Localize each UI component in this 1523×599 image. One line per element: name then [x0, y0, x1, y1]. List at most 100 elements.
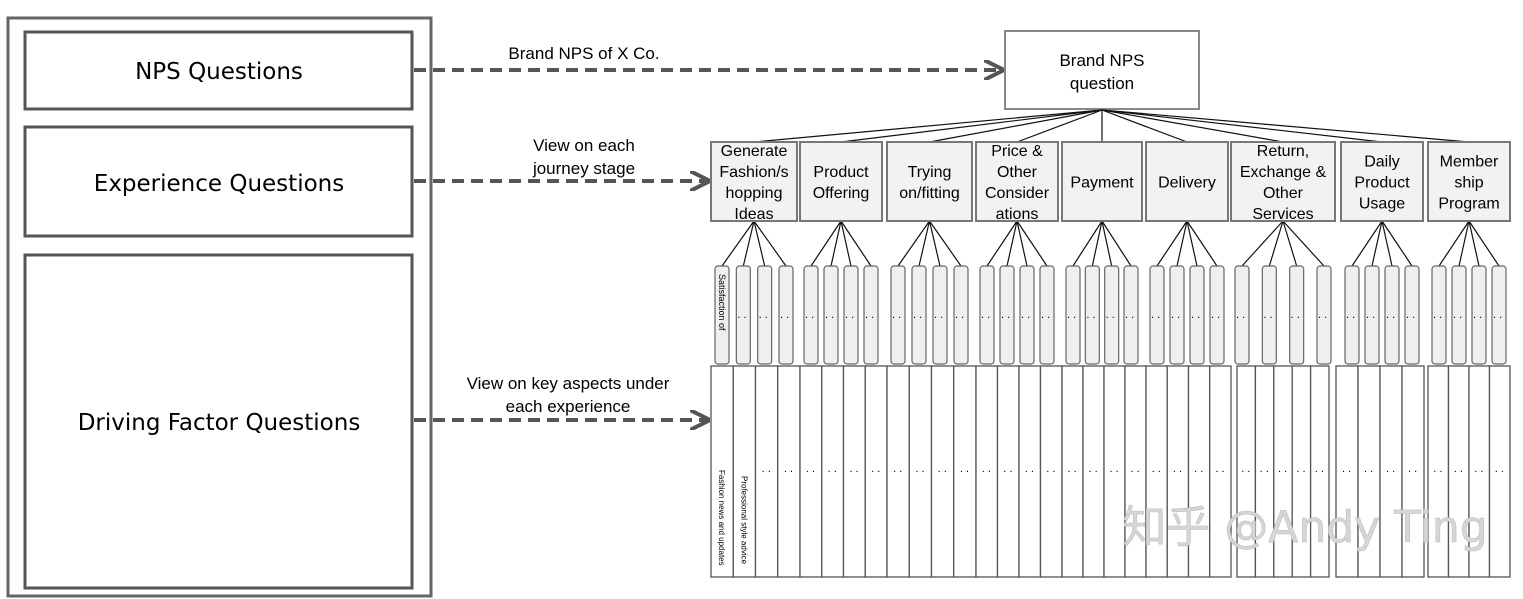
factor-label: . .	[1025, 463, 1034, 475]
sub-aspect-label: . .	[955, 309, 964, 321]
nps-questions-box	[23, 30, 414, 111]
root-to-stage-line	[1101, 109, 1284, 143]
stage-to-sub-line	[753, 220, 766, 267]
stage-to-sub-line	[1016, 220, 1048, 267]
experience-arrow-label-line1: View on each	[533, 136, 635, 155]
sub-aspect-label: . .	[1171, 309, 1180, 321]
factor-label: . .	[1003, 463, 1012, 475]
sub-aspect-label: . .	[825, 309, 834, 321]
sub-aspect-label: . .	[1433, 309, 1442, 321]
factor-column	[1209, 365, 1232, 578]
sub-aspect-label: . .	[1386, 309, 1395, 321]
tree-connectors	[721, 109, 1500, 267]
stage-to-sub-line	[1468, 220, 1480, 267]
sub-aspect-box	[1149, 265, 1165, 365]
stage-label: Payment	[1070, 175, 1134, 192]
sub-aspect-box	[1451, 265, 1467, 365]
sub-aspect-label: . .	[1366, 309, 1375, 321]
factor-column	[1309, 365, 1330, 578]
stage-to-sub-line	[1241, 220, 1284, 267]
driving-arrow-label-line2: each experience	[506, 397, 631, 416]
sub-aspect-box	[1289, 265, 1305, 365]
stage-label: Price &	[991, 143, 1043, 160]
sub-aspect-label: . .	[1021, 309, 1030, 321]
stage-to-sub-line	[928, 220, 941, 267]
sub-aspect-label: . .	[913, 309, 922, 321]
factor-label: . .	[871, 463, 880, 475]
sub-aspect-label: . .	[737, 309, 746, 321]
stage-to-sub-line	[810, 220, 842, 267]
sub-aspect-box	[735, 265, 751, 365]
sub-aspect-box	[1344, 265, 1360, 365]
nps-arrow-label: Brand NPS of X Co.	[508, 44, 659, 63]
factor-label: . .	[1089, 463, 1098, 475]
sub-aspect-label: . .	[1406, 309, 1415, 321]
factor-label: . .	[982, 463, 991, 475]
brand-nps-question-box	[1004, 30, 1200, 110]
experience-arrow-label-line2: journey stage	[532, 159, 635, 178]
zhihu-watermark: 知乎 @Andy Ting	[1122, 502, 1488, 553]
factor-label: . .	[960, 463, 969, 475]
sub-aspect-label: . .	[1125, 309, 1134, 321]
sub-aspect-box	[1169, 265, 1185, 365]
stage-label: Services	[1252, 206, 1313, 223]
stage-to-sub-line	[929, 220, 962, 267]
stage-to-sub-line	[1006, 220, 1018, 267]
stage-label: ship	[1454, 175, 1483, 192]
sub-aspect-label: . .	[1106, 309, 1115, 321]
sub-aspect-box	[890, 265, 906, 365]
sub-aspect-label: . .	[1291, 309, 1300, 321]
stage-label: ations	[996, 206, 1039, 223]
factor-label: . .	[915, 463, 924, 475]
sub-aspect-label: . .	[759, 309, 768, 321]
stage-label: Consider	[985, 185, 1050, 202]
factor-label: . .	[1495, 463, 1504, 475]
sub-aspect-label: . .	[1473, 309, 1482, 321]
stage-to-sub-line	[1351, 220, 1383, 267]
sub-aspect-box	[1065, 265, 1081, 365]
stage-to-sub-line	[897, 220, 930, 267]
sub-aspect-box	[1404, 265, 1420, 365]
factor-label: . .	[1194, 463, 1203, 475]
sub-aspect-box	[863, 265, 879, 365]
stage-box	[1061, 141, 1143, 222]
stage-to-sub-line	[1091, 220, 1103, 267]
stage-label: Other	[1263, 185, 1304, 202]
stage-sub-aspects: Satisfaction of . . . . . . . . . . . . . . . ..…	[714, 265, 1507, 365]
experience-questions-label: Experience Questions	[94, 171, 344, 197]
sub-aspect-label: . .	[845, 309, 854, 321]
stage-label: Program	[1438, 196, 1499, 213]
sub-aspect-box	[1104, 265, 1120, 365]
sub-aspect-box	[1491, 265, 1507, 365]
stage-label: Product	[1354, 175, 1410, 192]
factor-label: . .	[1173, 463, 1182, 475]
stage-to-sub-line	[1176, 220, 1188, 267]
stage-to-sub-line	[986, 220, 1018, 267]
factor-label: . .	[1315, 463, 1324, 475]
sub-aspect-label: . .	[981, 309, 990, 321]
stage-to-sub-line	[1381, 220, 1393, 267]
sub-aspect-label: Satisfaction of	[717, 274, 727, 331]
factor-label: . .	[1046, 463, 1055, 475]
factor-label: Fashion news and updates	[717, 470, 726, 566]
stage-box	[1230, 141, 1336, 222]
factor-label: . .	[1278, 463, 1287, 475]
driving-factor-questions-label: Driving Factor Questions	[78, 410, 361, 436]
factor-label: . .	[1260, 463, 1269, 475]
factor-label: . .	[1215, 463, 1224, 475]
stage-to-sub-line	[753, 220, 787, 267]
factor-label: . .	[1386, 463, 1395, 475]
stage-label: on/fitting	[899, 185, 959, 202]
sub-aspect-label: . .	[1041, 309, 1050, 321]
stage-to-sub-line	[721, 220, 755, 267]
stage-to-sub-line	[1458, 220, 1470, 267]
stage-box	[886, 141, 973, 222]
sub-aspect-box	[979, 265, 995, 365]
factor-label: . .	[938, 463, 947, 475]
sub-aspect-box	[1234, 265, 1250, 365]
sub-aspect-label: . .	[1086, 309, 1095, 321]
stage-to-sub-line	[1186, 220, 1218, 267]
sub-aspect-box	[714, 265, 730, 365]
factor-label: . .	[1110, 463, 1119, 475]
root-to-stage-line	[929, 109, 1103, 143]
